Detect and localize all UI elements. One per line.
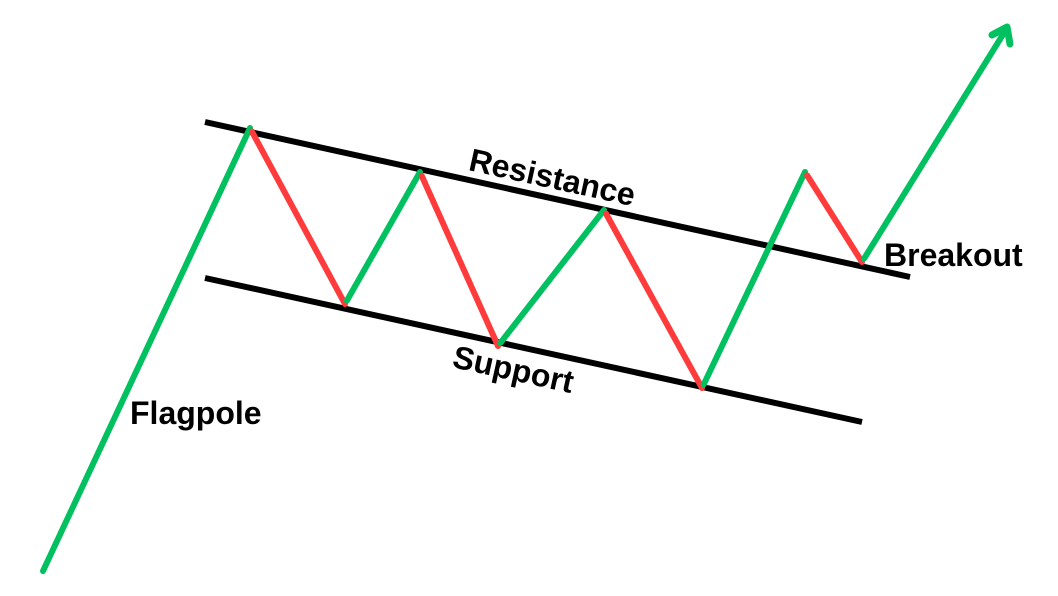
flagpole-leg <box>40 125 253 574</box>
breakout-label: Breakout <box>884 237 1023 273</box>
price-leg-down <box>602 210 705 391</box>
price-leg-down <box>418 172 501 349</box>
resistance-label: Resistance <box>466 142 639 213</box>
price-leg-down <box>248 128 348 307</box>
breakout-arrowhead-icon <box>988 23 1014 48</box>
support-line <box>204 275 863 425</box>
breakout-leg <box>861 25 1010 262</box>
price-leg-up <box>700 169 808 388</box>
resistance-line <box>204 119 911 280</box>
price-leg-up <box>497 207 607 346</box>
flagpole-label: Flagpole <box>130 395 262 431</box>
price-leg-down <box>804 172 865 265</box>
price-leg-up <box>343 169 423 304</box>
